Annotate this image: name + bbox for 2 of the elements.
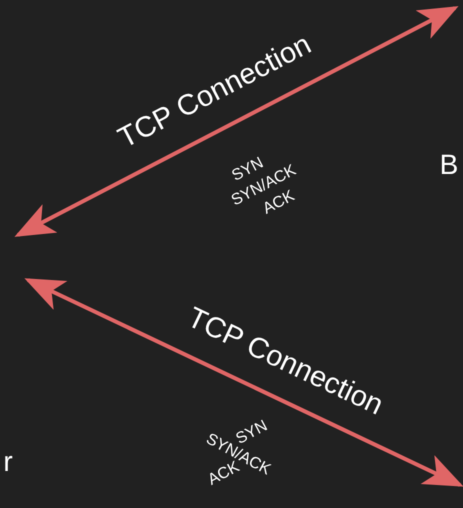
partial-text: B bbox=[440, 151, 458, 179]
partial-text: r bbox=[3, 448, 13, 476]
